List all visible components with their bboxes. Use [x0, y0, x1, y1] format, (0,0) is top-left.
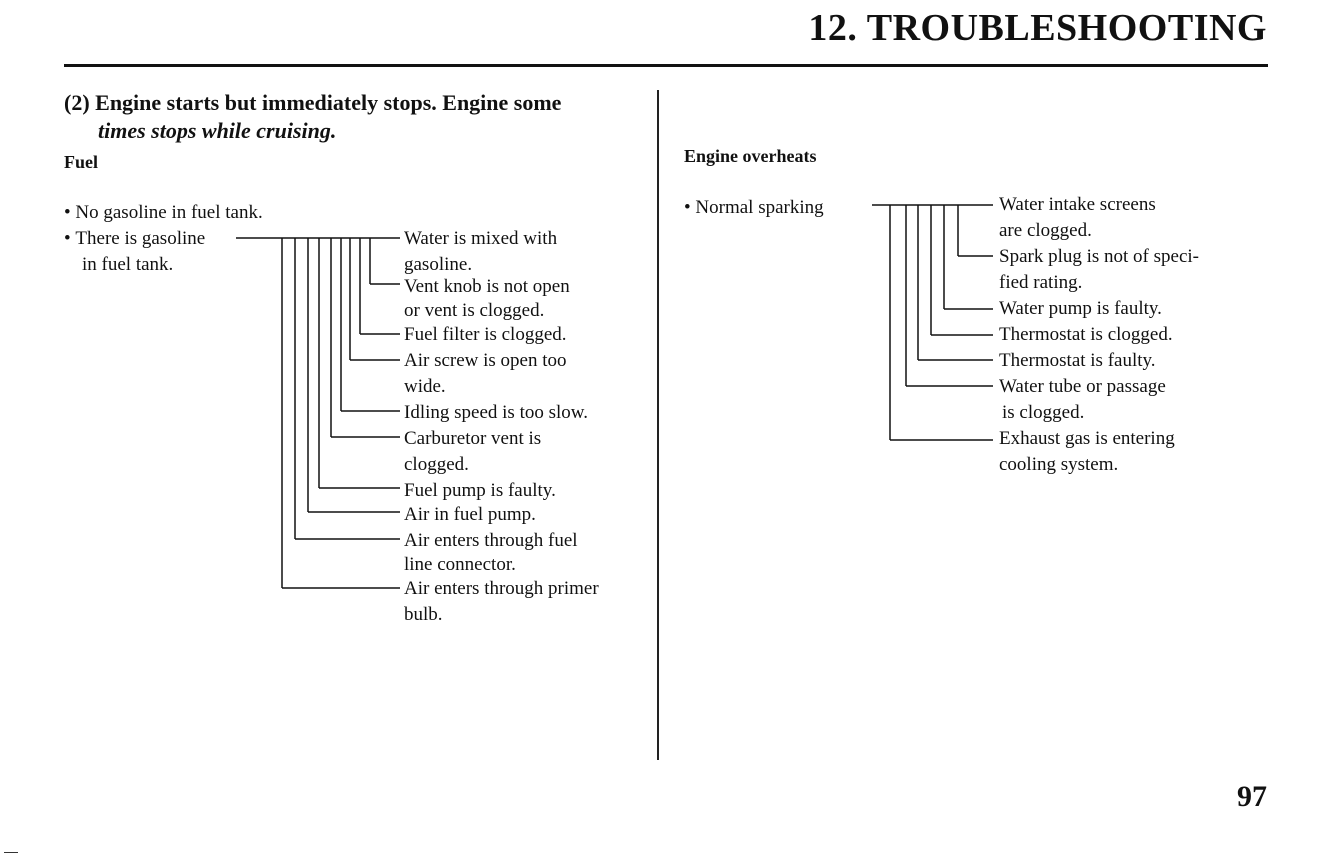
left-cause-2: Vent knob is not open	[404, 276, 570, 297]
left-cause-3: Fuel filter is clogged.	[404, 324, 567, 345]
right-cause-4: Thermostat is clogged.	[999, 324, 1173, 345]
left-cause-4-line-2: wide.	[404, 376, 446, 397]
right-cause-1-line-2: are clogged.	[999, 220, 1092, 241]
left-cause-6-line-2: clogged.	[404, 454, 469, 475]
fuel-subheading: Fuel	[64, 152, 98, 172]
left-cause-1-line-2: gasoline.	[404, 254, 473, 275]
right-cause-5: Thermostat is faulty.	[999, 350, 1156, 371]
left-cause-10: Air enters through primer	[404, 578, 599, 599]
scan-mark	[4, 852, 18, 853]
left-cause-4: Air screw is open too	[404, 350, 567, 371]
symptom-text: There is gasoline	[75, 228, 206, 249]
bullet: •	[684, 197, 696, 218]
right-cause-6-line-2: is clogged.	[1002, 402, 1085, 423]
symptom-gasoline-in-tank-line-2: in fuel tank.	[82, 254, 174, 275]
symptom-text: Normal sparking	[695, 197, 824, 218]
right-cause-1: Water intake screens	[999, 194, 1156, 215]
symptom-text: No gasoline in fuel tank.	[75, 202, 263, 223]
symptom-no-gasoline: • No gasoline in fuel tank.	[64, 200, 263, 226]
left-cause-10-line-2: bulb.	[404, 604, 443, 625]
symptom-normal-sparking: • Normal sparking	[684, 195, 824, 221]
header-rule	[64, 64, 1268, 67]
section-title-line-1: (2) Engine starts but immediately stops.…	[64, 90, 562, 115]
section-title-line-2: times stops while cruising.	[98, 118, 337, 143]
symptom-gasoline-in-tank: • There is gasoline	[64, 226, 205, 252]
right-cause-2-line-2: fied rating.	[999, 272, 1083, 293]
right-cause-7: Exhaust gas is entering	[999, 428, 1175, 449]
left-cause-7: Fuel pump is faulty.	[404, 480, 556, 501]
engine-overheats-subheading: Engine overheats	[684, 146, 817, 166]
left-cause-9-line-2: line connector.	[404, 554, 516, 575]
left-cause-2-line-2: or vent is clogged.	[404, 300, 545, 321]
right-cause-3: Water pump is faulty.	[999, 298, 1162, 319]
chapter-title: 12. TROUBLESHOOTING	[808, 7, 1267, 49]
left-cause-1: Water is mixed with	[404, 228, 558, 249]
right-cause-6: Water tube or passage	[999, 376, 1166, 397]
right-cause-7-line-2: cooling system.	[999, 454, 1119, 475]
left-cause-9: Air enters through fuel	[404, 530, 578, 551]
column-divider	[657, 90, 659, 760]
page-number: 97	[1237, 780, 1267, 813]
bullet: •	[64, 228, 76, 249]
bullet: •	[64, 202, 76, 223]
left-cause-5: Idling speed is too slow.	[404, 402, 589, 423]
right-cause-2: Spark plug is not of speci-	[999, 246, 1200, 267]
left-cause-8: Air in fuel pump.	[404, 504, 536, 525]
left-cause-6: Carburetor vent is	[404, 428, 542, 449]
